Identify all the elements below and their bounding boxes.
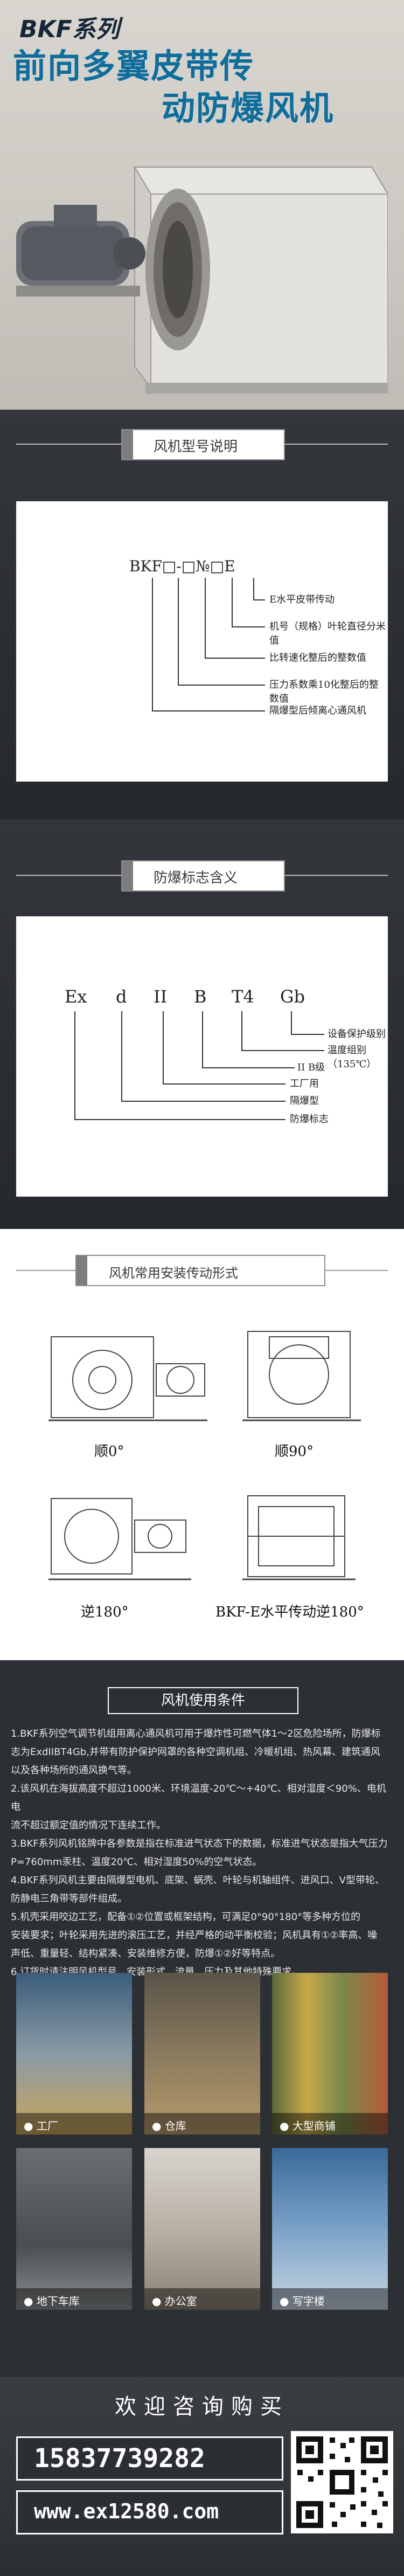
photo-label: ● 写字楼 <box>280 2295 325 2308</box>
code-part: d <box>116 986 127 1007</box>
photo-label: ● 仓库 <box>152 2119 186 2132</box>
explosion-item: 设备保护级别 <box>328 1028 386 1040</box>
fan-product-image <box>16 165 388 393</box>
explosion-item: II B级 <box>297 1062 325 1073</box>
condition-line: 1.BKF系列空气调节机组用离心通风机可用于爆炸性可燃气体1～2区危险场所，防爆… <box>11 1728 381 1739</box>
model-code: BKF□-□№□E <box>129 557 235 575</box>
condition-line: 2.该风机在海拔高度不超过1000米、环境温度-20℃～+40℃、相对湿度＜90… <box>11 1783 386 1813</box>
model-diagram-panel: BKF□-□№□E E水平皮带传动 机号（规格）叶轮直径分米值 比转速化整后的整… <box>16 501 388 782</box>
explosion-diagram-panel: Ex d II B T4 Gb 设备保护级别 温度组别（135℃） II B级 … <box>16 916 388 1197</box>
condition-line: 声低、重量轻、结构紧凑、安装维修方便，防爆①②好等特点。 <box>11 1948 281 1959</box>
photo-supermarket: ● 大型商铺 <box>272 1973 388 2135</box>
model-section: 风机型号说明 BKF□-□№□E E水平皮带传动 机号（规格）叶轮直径分米值 比… <box>0 410 404 819</box>
website-url[interactable]: www.ex12580.com <box>34 2499 219 2523</box>
section-title: 风机使用条件 <box>161 1693 245 1709</box>
explosion-item: 工厂用 <box>290 1078 319 1089</box>
explosion-item: 温度组别（135℃） <box>328 1045 377 1070</box>
condition-line: 3.BKF系列风机铭牌中各参数是指在标准进气状态下的数据，标准进气状态是指大气压… <box>11 1838 388 1849</box>
drive-drawing-4 <box>242 1495 356 1580</box>
model-item: 隔爆型后倾离心通风机 <box>269 705 366 716</box>
hero-title-line2: 动防爆风机 <box>162 88 335 128</box>
conditions-text: 1.BKF系列空气调节机组用离心通风机可用于爆炸性可燃气体1～2区危险场所，防爆… <box>11 1725 393 1981</box>
condition-line: 5.机壳采用咬边工艺，配备①②位置或框架结构，可满足0°90°180°等多种方位… <box>11 1911 361 1923</box>
photo-label: ● 大型商铺 <box>280 2119 336 2132</box>
model-item: 机号（规格）叶轮直径分米值 <box>269 621 386 646</box>
section-header: 风机使用条件 <box>108 1687 298 1714</box>
condition-line: 4.BKF系列风机主要由隔爆型电机、底架、蜗壳、叶轮与机轴组件、进风口、V型带轮… <box>11 1875 385 1886</box>
header-tag <box>122 861 133 890</box>
phone-number[interactable]: 15837739282 <box>34 2443 205 2474</box>
photo-office-building: ● 写字楼 <box>272 2148 388 2310</box>
code-part: Ex <box>65 986 87 1007</box>
photo-garage: ● 地下车库 <box>16 2148 132 2310</box>
website-box[interactable]: www.ex12580.com <box>16 2490 283 2534</box>
drive-caption: 逆180° <box>81 1604 129 1620</box>
conditions-section: 风机使用条件 1.BKF系列空气调节机组用离心通风机可用于爆炸性可燃气体1～2区… <box>0 1660 404 2377</box>
condition-line: 志为ExdIIBT4Gb,并带有防护保护网罩的各种空调机组、冷暖机组、热风幕、建… <box>11 1746 380 1758</box>
photo-label: ● 地下车库 <box>24 2295 80 2308</box>
condition-line: 以及各种场所的通风换气等。 <box>11 1765 137 1776</box>
condition-line: 流不超过额定值的情况下连续工作。 <box>11 1820 166 1831</box>
photo-warehouse: ● 仓库 <box>144 1973 260 2135</box>
drive-caption: 顺90° <box>275 1444 314 1460</box>
photo-label: ● 工厂 <box>24 2119 58 2132</box>
explosion-item: 防爆标志 <box>290 1114 329 1125</box>
welcome-text: 欢迎咨询购买 <box>115 2394 289 2419</box>
header-tag <box>76 1256 87 1285</box>
qr-code-icon <box>291 2431 393 2533</box>
code-part: T4 <box>232 986 254 1007</box>
hero-banner: BKF系列 前向多翼皮带传 动防爆风机 <box>0 0 404 410</box>
drive-caption: 顺0° <box>94 1444 124 1460</box>
photo-factory: ● 工厂 <box>16 1973 132 2135</box>
photo-label: ● 办公室 <box>152 2295 197 2308</box>
header-tag <box>122 430 133 459</box>
explosion-section: 防爆标志含义 Ex d II B T4 Gb 设备保护级别 温度组别（135℃）… <box>0 819 404 1229</box>
condition-line: 安装要求；叶轮采用先进的滚压工艺，并经严格的动平衡校验；风机具有①②率高、噪 <box>11 1930 378 1941</box>
section-title: 防爆标志含义 <box>154 870 238 886</box>
code-part: Gb <box>280 986 305 1007</box>
section-title: 风机型号说明 <box>154 439 238 455</box>
model-item: 比转速化整后的整数值 <box>269 652 366 664</box>
section-title: 风机常用安装传动形式 <box>109 1266 238 1281</box>
phone-box[interactable]: 15837739282 <box>16 2436 283 2481</box>
section-header: 风机常用安装传动形式 <box>75 1255 325 1286</box>
drive-section: 风机常用安装传动形式 顺0° 顺90° 逆180° <box>0 1229 404 1660</box>
contact-footer: 欢迎咨询购买 15837739282 www.ex12580.com <box>0 2377 404 2576</box>
code-part: II <box>154 986 168 1007</box>
section-header: 防爆标志含义 <box>121 860 285 892</box>
explosion-item: 隔爆型 <box>290 1095 319 1107</box>
condition-line: 防静电三角带等部件组成。 <box>11 1893 127 1904</box>
hero-title-line1: 前向多翼皮带传 <box>13 46 255 86</box>
drive-drawing-1 <box>48 1336 207 1421</box>
code-part: B <box>194 986 207 1007</box>
drive-drawing-3 <box>48 1498 191 1580</box>
condition-line: P=760mm汞柱、温度20℃、相对湿度50%的空气状态。 <box>11 1856 262 1868</box>
hero-series: BKF系列 <box>19 16 120 43</box>
model-item: 压力系数乘10化整后的整数值 <box>269 679 379 705</box>
model-item: E水平皮带传动 <box>269 594 335 605</box>
photo-office: ● 办公室 <box>144 2148 260 2310</box>
section-header: 风机型号说明 <box>121 429 285 460</box>
drive-caption: BKF-E水平传动逆180° <box>215 1604 364 1620</box>
drive-drawing-2 <box>242 1331 361 1421</box>
